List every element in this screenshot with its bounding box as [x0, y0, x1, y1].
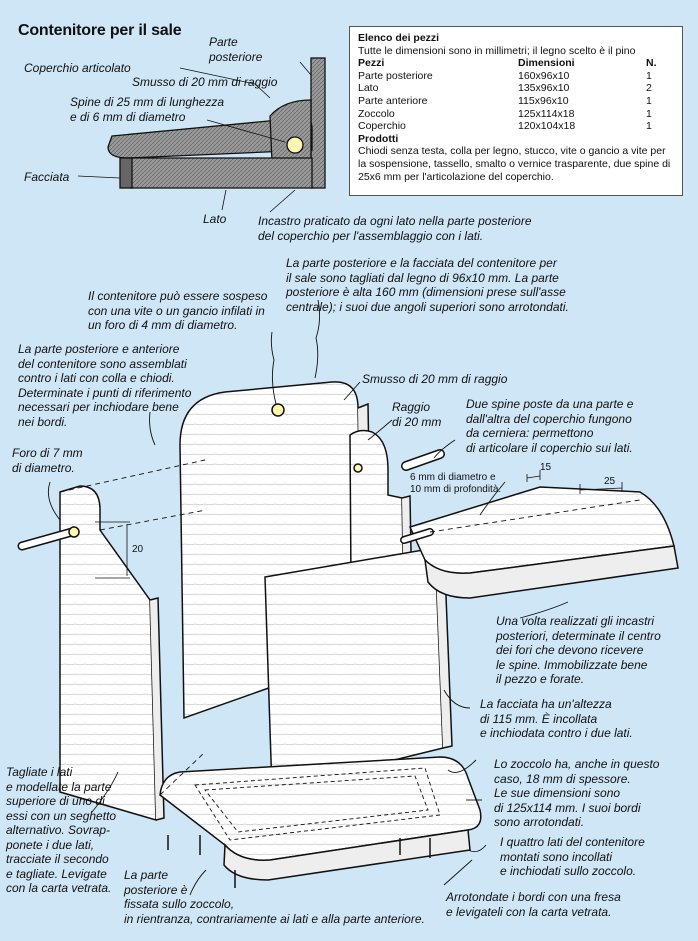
parts-list-subtitle: Tutte le dimensioni sono in millimetri; … — [358, 44, 636, 57]
col-numero: N. — [646, 57, 657, 70]
cell-dimensioni: 125x114x18 — [518, 107, 575, 120]
cell-numero: 1 — [646, 69, 652, 82]
label-lato: Lato — [203, 212, 227, 226]
base — [159, 756, 482, 888]
note-depth: 6 mm di diametro e 10 mm di profondità. — [410, 472, 502, 495]
note-smusso-main: Smusso di 20 mm di raggio — [362, 372, 508, 386]
leader-lines — [47, 299, 569, 896]
cell-pezzo: Coperchio — [358, 120, 406, 133]
construction-lines — [59, 459, 641, 796]
table-row: Parte anteriore 115x96x10 1 — [358, 95, 674, 108]
col-pezzi: Pezzi — [358, 57, 385, 70]
note-facciata: La facciata ha un'altezza di 115 mm. È i… — [480, 697, 633, 740]
dimension-lines — [95, 470, 623, 579]
front-panel — [264, 545, 453, 791]
label-coperchio-articolato: Coperchio articolato — [24, 61, 131, 75]
note-parte-posteriore-fissata: La parte posteriore è fissata sullo zocc… — [124, 868, 425, 926]
cell-pezzo: Parte anteriore — [358, 94, 428, 107]
note-quattro-lati: I quattro lati del contenitore montati s… — [500, 835, 645, 878]
note-incastri: Una volta realizzati gli incastri poster… — [496, 614, 661, 686]
page-title: Contenitore per il sale — [18, 22, 182, 39]
label-spine: Spine di 25 mm di lunghezza e di 6 mm di… — [70, 95, 225, 124]
parts-list-heading: Elenco dei pezzi — [358, 32, 440, 44]
left-side-panel — [17, 485, 165, 822]
cell-numero: 2 — [646, 82, 652, 95]
dimension-15: 15 — [540, 462, 552, 473]
parts-list-box: Elenco dei pezzi Tutte le dimensioni son… — [349, 26, 683, 196]
prodotti-text: Chiodi senza testa, colla per legno, stu… — [358, 145, 671, 183]
cell-pezzo: Parte posteriore — [358, 69, 433, 82]
table-row: Zoccolo 125x114x18 1 — [358, 108, 674, 121]
note-hanging: Il contenitore può essere sospeso con un… — [88, 289, 268, 332]
table-row: Parte posteriore 160x96x10 1 — [358, 70, 674, 83]
cell-dimensioni: 135x96x10 — [518, 82, 570, 95]
note-pins: Due spine poste da una parte e dall'altr… — [466, 397, 634, 455]
lid — [400, 449, 679, 599]
label-parte-posteriore: Parte posteriore — [209, 35, 263, 64]
note-back-panel: La parte posteriore e la facciata del co… — [286, 256, 569, 314]
note-zoccolo: Lo zoccolo ha, anche in questo caso, 18 … — [494, 757, 660, 829]
cell-pezzo: Lato — [358, 82, 379, 95]
table-row: Coperchio 120x104x18 1 — [358, 120, 674, 133]
note-assembly: La parte posteriore e anteriore del cont… — [18, 342, 192, 429]
label-smusso-detail: Smusso di 20 mm di raggio — [132, 75, 278, 89]
detail-section — [77, 57, 326, 213]
cell-dimensioni: 160x96x10 — [518, 69, 570, 82]
cell-dimensioni: 120x104x18 — [518, 120, 576, 133]
col-dimensioni: Dimensioni — [518, 57, 575, 70]
note-raggio: Raggio di 20 mm — [392, 400, 442, 429]
note-foro: Foro di 7 mm di diametro. — [12, 446, 83, 475]
cell-numero: 1 — [646, 120, 652, 133]
cell-numero: 1 — [646, 107, 652, 120]
label-facciata: Facciata — [24, 170, 70, 184]
note-arrotondate: Arrotondate i bordi con una fresa e levi… — [446, 890, 621, 919]
label-incastro: Incastro praticato da ogni lato nella pa… — [258, 214, 532, 243]
cell-pezzo: Zoccolo — [358, 107, 395, 120]
cell-dimensioni: 115x96x10 — [518, 94, 569, 107]
parts-table: Pezzi Dimensioni N. Parte posteriore 160… — [358, 57, 674, 133]
note-lati-cut: Tagliate i lati e modellate la parte sup… — [6, 765, 117, 895]
dimension-20: 20 — [132, 544, 144, 555]
cell-numero: 1 — [646, 94, 652, 107]
dimension-25: 25 — [604, 476, 616, 487]
table-row: Lato 135x96x10 2 — [358, 82, 674, 95]
parts-table-header: Pezzi Dimensioni N. — [358, 57, 674, 70]
prodotti-heading: Prodotti — [358, 132, 399, 145]
